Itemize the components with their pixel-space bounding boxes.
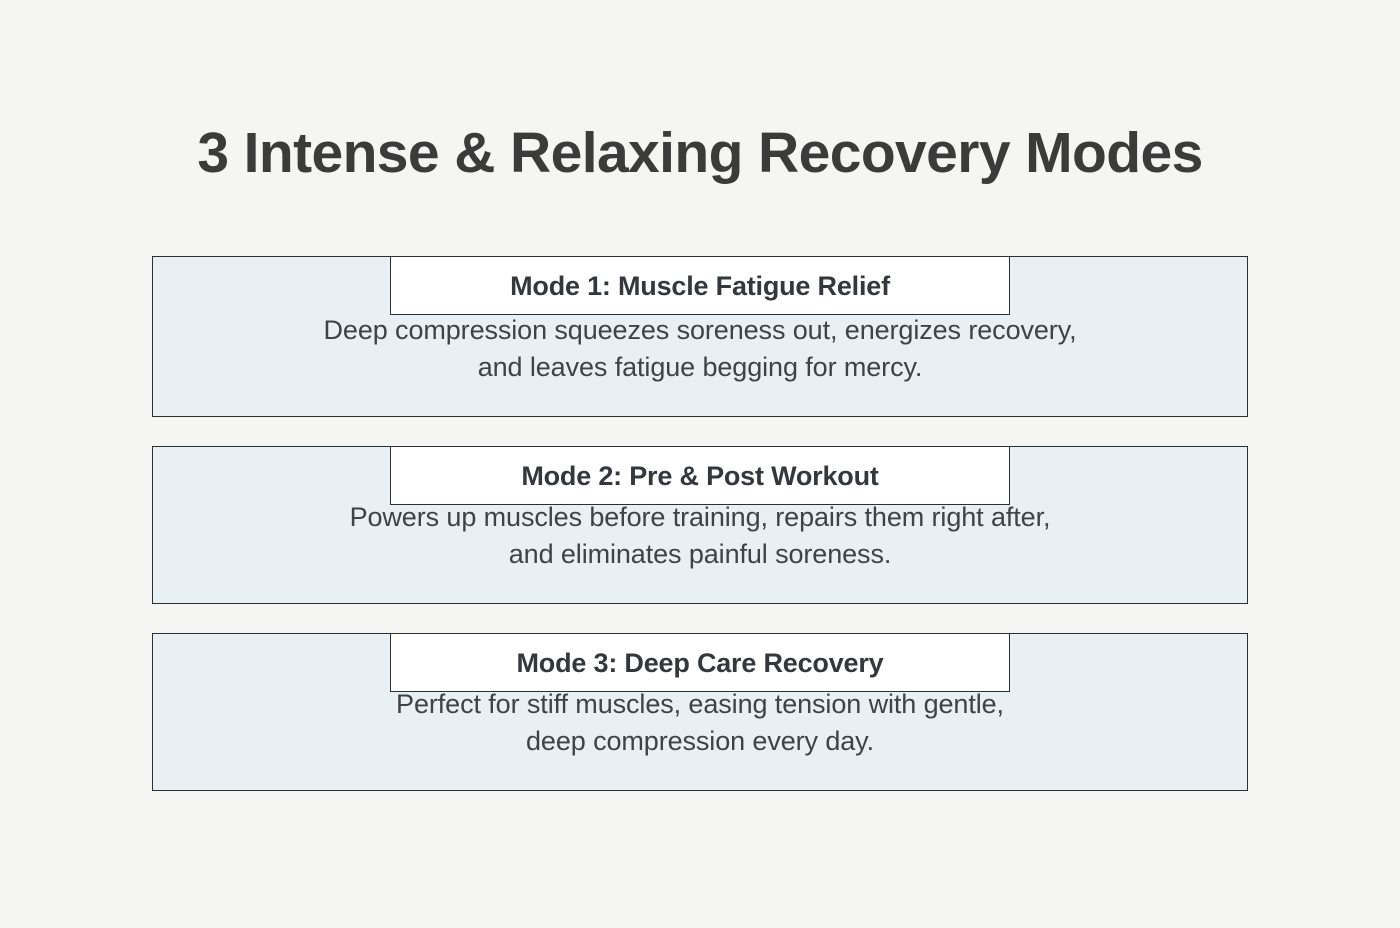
mode-body-line: deep compression every day. [526,726,874,756]
mode-header-title: Mode 3: Deep Care Recovery [516,647,884,678]
mode-list: Deep compression squeezes soreness out, … [0,227,1400,791]
mode-header-title: Mode 2: Pre & Post Workout [521,460,879,491]
mode-block-3: Perfect for stiff muscles, easing tensio… [0,633,1400,791]
mode-body-line: Powers up muscles before training, repai… [349,502,1051,532]
mode-card-body-1: Deep compression squeezes soreness out, … [193,312,1207,386]
mode-block-2: Powers up muscles before training, repai… [0,446,1400,604]
mode-body-line: and eliminates painful soreness. [508,539,892,569]
mode-header-title: Mode 1: Muscle Fatigue Relief [510,270,890,301]
mode-header-2: Mode 2: Pre & Post Workout [390,446,1010,505]
mode-body-line: Perfect for stiff muscles, easing tensio… [396,689,1004,719]
mode-header-1: Mode 1: Muscle Fatigue Relief [390,256,1010,315]
mode-block-1: Deep compression squeezes soreness out, … [0,256,1400,417]
mode-header-3: Mode 3: Deep Care Recovery [390,633,1010,692]
mode-card-body-2: Powers up muscles before training, repai… [193,499,1207,573]
mode-body-line: Deep compression squeezes soreness out, … [323,315,1077,345]
mode-body-line: and leaves fatigue begging for mercy. [477,352,923,382]
page-title: 3 Intense & Relaxing Recovery Modes [197,121,1203,186]
mode-card-body-3: Perfect for stiff muscles, easing tensio… [193,686,1207,760]
